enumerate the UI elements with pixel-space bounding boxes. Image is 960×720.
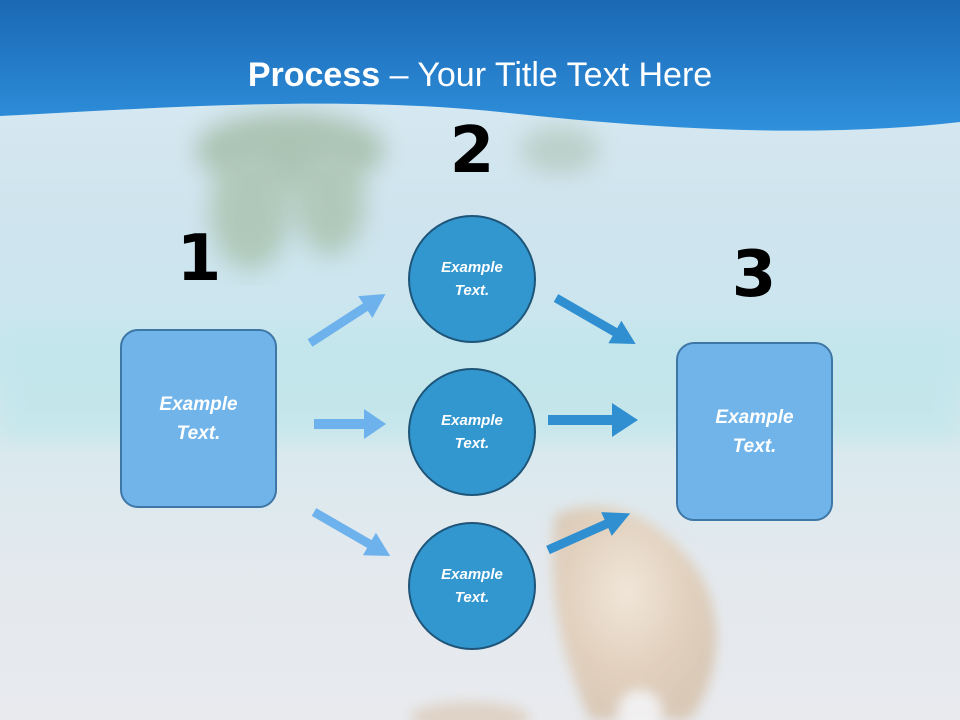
step-2-circle-bottom-label: Example Text.: [441, 566, 503, 606]
step-3-number: 3: [731, 238, 777, 312]
step-1-box: Example Text.: [120, 329, 277, 508]
arrow-from-top-circle: [553, 294, 636, 344]
arrow-to-middle-circle: [314, 409, 386, 439]
seashell: [410, 506, 717, 720]
title-banner: [0, 0, 960, 131]
slide-title: Process – Your Title Text Here: [0, 55, 960, 95]
title-bold-part: Process: [247, 56, 381, 94]
step-2-circle-middle: Example Text.: [408, 368, 536, 496]
title-rest-part: – Your Title Text Here: [380, 56, 713, 94]
palm-tree: [195, 112, 600, 270]
step-1-number: 1: [176, 222, 222, 296]
left-arrows: [307, 293, 391, 556]
step-1-label: Example Text.: [159, 393, 238, 444]
step-2-circle-top-label: Example Text.: [441, 259, 503, 299]
step-2-circle-top: Example Text.: [408, 215, 536, 343]
step-3-box: Example Text.: [676, 342, 833, 521]
right-arrows: [546, 294, 638, 555]
arrow-to-top-circle: [307, 293, 386, 347]
arrow-to-bottom-circle: [311, 508, 391, 556]
arrow-from-middle-circle: [548, 403, 638, 437]
step-2-circle-middle-label: Example Text.: [441, 412, 503, 452]
step-2-circle-bottom: Example Text.: [408, 522, 536, 650]
arrow-from-bottom-circle: [546, 512, 631, 555]
step-3-label: Example Text.: [715, 406, 794, 457]
step-2-number: 2: [449, 114, 495, 188]
